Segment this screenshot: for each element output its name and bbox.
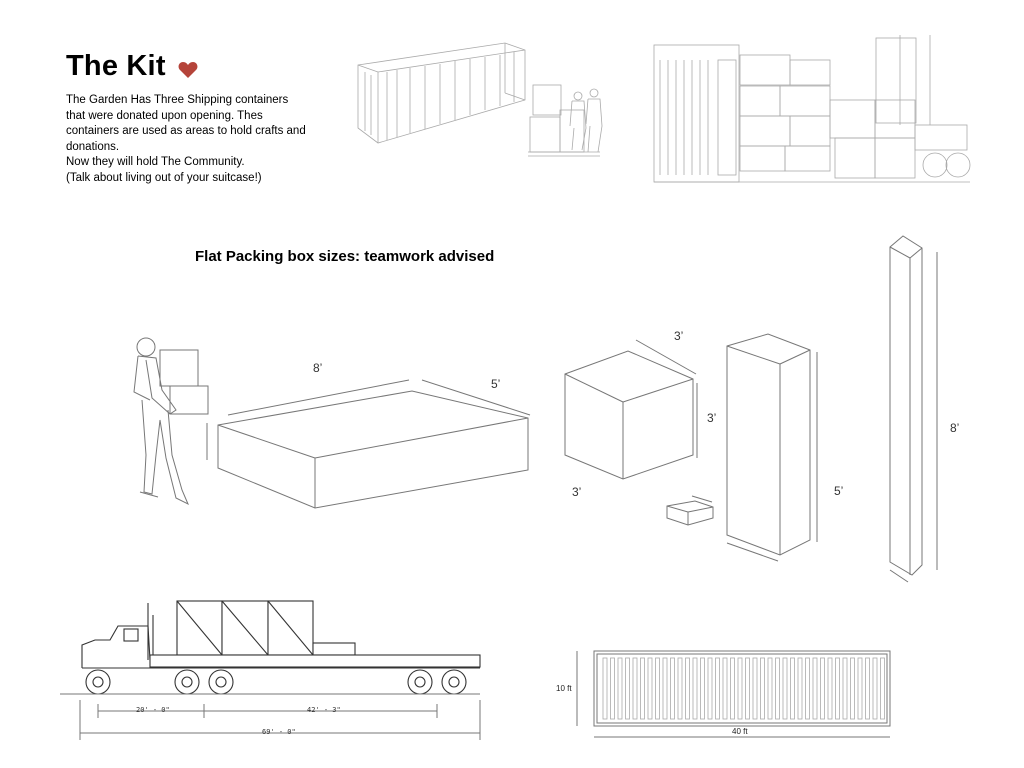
intro-line: Now they will hold The Community. [66, 156, 245, 168]
corrugation-rib [760, 657, 765, 720]
corrugation-rib [775, 657, 780, 720]
intro-line: donations. [66, 140, 120, 153]
corrugation-rib [715, 657, 720, 720]
container-height-label: 10 ft [556, 684, 572, 693]
cube-side-label: 3’ [707, 411, 717, 425]
corrugation-rib [872, 657, 878, 720]
corrugation-rib [647, 657, 653, 720]
corrugation-rib [745, 657, 750, 720]
corrugation-rib [662, 657, 668, 720]
corrugation-rib [790, 657, 795, 720]
corrugation-rib [850, 657, 855, 720]
corrugation-rib [880, 657, 885, 720]
flat-box-length-label: 8’ [313, 361, 323, 375]
corrugation-rib [730, 657, 735, 720]
corrugation-rib [632, 657, 638, 720]
pole-box-drawing [889, 235, 938, 583]
corrugation-rib [677, 657, 683, 720]
cube-top-label: 3’ [674, 329, 684, 343]
people-with-pallet-drawing [528, 84, 603, 157]
flat-box-drawing [217, 379, 531, 509]
cube-front-label: 3’ [572, 485, 582, 499]
corrugation-rib [827, 657, 833, 720]
intro-line: containers are used as areas to hold cra… [66, 125, 306, 137]
corrugation-rib [812, 657, 818, 720]
corrugation-rib [602, 657, 608, 720]
corrugation-rib [835, 657, 840, 720]
corrugation-rib [842, 657, 848, 720]
corrugation-rib [805, 657, 810, 720]
corrugation-rib [625, 657, 630, 720]
loading-forklift-drawing [653, 35, 971, 183]
corrugation-rib [685, 657, 690, 720]
corrugation-rib [670, 657, 675, 720]
corrugation-rib [752, 657, 758, 720]
corrugation-rib [610, 657, 615, 720]
corrugation-rib [700, 657, 705, 720]
corrugation-rib [782, 657, 788, 720]
corrugation-rib [865, 657, 870, 720]
intro-line: that were donated upon opening. Thes [66, 109, 263, 122]
pole-box-height-label: 8’ [950, 421, 960, 435]
box-sizes-heading: Flat Packing box sizes: teamwork advised [195, 248, 495, 265]
corrugation-rib [797, 657, 803, 720]
flat-box-width-label: 5’ [491, 377, 501, 391]
truck-cab-dimension: 20' - 0" [136, 706, 170, 714]
intro-line: (Talk about living out of your suitcase!… [66, 171, 262, 184]
open-container-drawing [357, 42, 526, 144]
corrugation-rib [737, 657, 743, 720]
tall-box-drawing [726, 333, 818, 562]
person-carrying-boxes-drawing [133, 337, 209, 506]
page-title: The Kit [66, 50, 166, 82]
container-side-drawing [576, 650, 891, 738]
heart-icon [178, 62, 198, 78]
corrugation-rib [722, 657, 728, 720]
truck-trailer-dimension: 42' - 3" [307, 706, 341, 714]
flatbed-truck-drawing [60, 600, 481, 740]
container-length-label: 40 ft [732, 727, 748, 736]
truck-total-dimension: 69' - 0" [262, 728, 296, 736]
corrugation-rib [857, 657, 863, 720]
corrugation-rib [820, 657, 825, 720]
tall-box-height-label: 5’ [834, 484, 844, 498]
corrugation-rib [655, 657, 660, 720]
intro-line: The Garden Has Three Shipping containers [66, 94, 289, 106]
cube-box-drawing [564, 339, 698, 480]
small-box-drawing [666, 495, 714, 526]
corrugation-rib [707, 657, 713, 720]
corrugation-rib [767, 657, 773, 720]
intro-text: The Garden Has Three Shipping containers… [66, 93, 346, 186]
corrugation-rib [617, 657, 623, 720]
corrugation-rib [640, 657, 645, 720]
corrugation-rib [692, 657, 698, 720]
